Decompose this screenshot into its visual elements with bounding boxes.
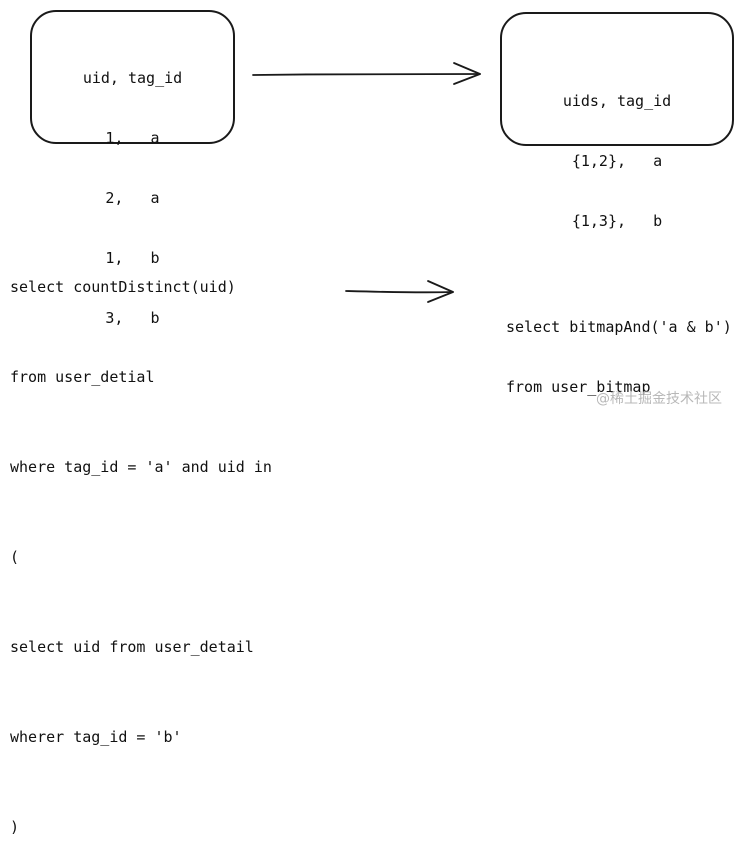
sql-line: ) bbox=[10, 818, 20, 836]
sql-line: select uid from user_detail bbox=[10, 638, 254, 656]
bitmap-and-query: select bitmapAnd('a & b') from user_bitm… bbox=[506, 277, 732, 417]
query-rewrite-arrow bbox=[345, 280, 454, 303]
source-table-row: 3, b bbox=[105, 309, 160, 327]
source-table-row: 1, b bbox=[105, 249, 160, 267]
count-distinct-query: select countDistinct(uid) from user_deti… bbox=[10, 212, 272, 842]
sql-line: ( bbox=[10, 548, 20, 566]
sql-line: select countDistinct(uid) bbox=[10, 278, 236, 296]
sql-line: select bitmapAnd('a & b') bbox=[506, 318, 732, 336]
bitmap-table-row: {1,2}, a bbox=[571, 152, 663, 170]
sql-line: from user_detial bbox=[10, 368, 155, 386]
source-table-row: 1, a bbox=[105, 129, 160, 147]
source-table-box bbox=[30, 10, 235, 144]
sql-line: where tag_id = 'a' and uid in bbox=[10, 458, 272, 476]
bitmap-table-row: {1,3}, b bbox=[571, 212, 663, 230]
watermark: @稀土掘金技术社区 bbox=[596, 391, 722, 407]
bitmap-table-text: uids, tag_id {1,2}, a {1,3}, b bbox=[500, 51, 734, 251]
bitmap-table-box bbox=[500, 12, 734, 146]
sql-line: wherer tag_id = 'b' bbox=[10, 728, 182, 746]
source-table-text: uid, tag_id 1, a 2, a 1, b 3, b bbox=[30, 28, 235, 348]
source-table-row: 2, a bbox=[105, 189, 160, 207]
sql-line: from user_bitmap bbox=[506, 378, 651, 396]
table-transform-arrow bbox=[252, 62, 481, 85]
bitmap-table-header: uids, tag_id bbox=[562, 92, 672, 110]
source-table-header: uid, tag_id bbox=[82, 69, 183, 87]
